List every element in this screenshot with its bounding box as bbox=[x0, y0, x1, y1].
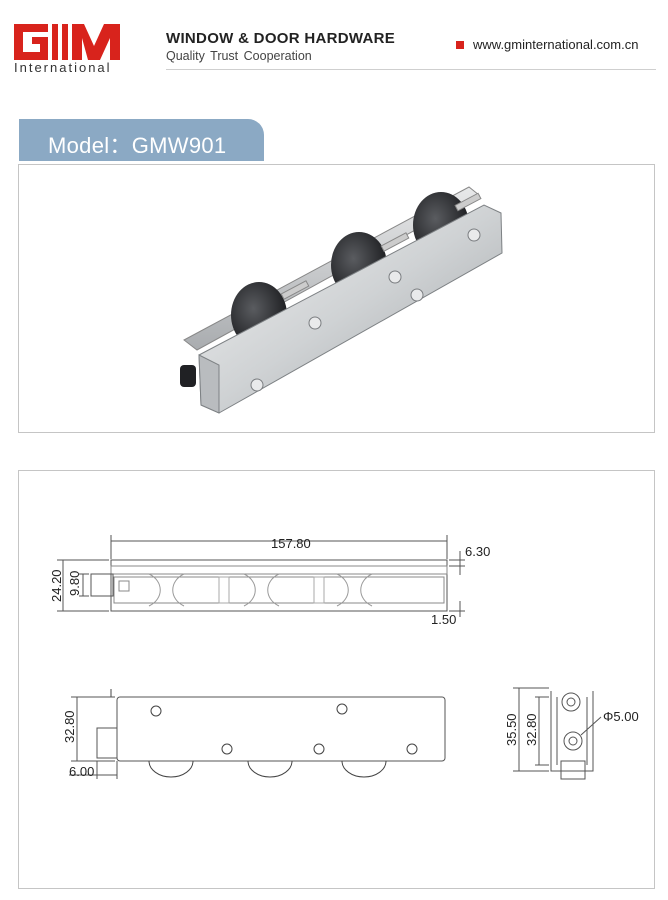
gm-logo-mark bbox=[14, 24, 120, 60]
website-link[interactable]: www.gminternational.com.cn bbox=[456, 37, 638, 52]
top-view-dimensions bbox=[57, 535, 465, 617]
dim-section-inner: 32.80 bbox=[524, 713, 539, 746]
side-view bbox=[96, 689, 446, 778]
website-text: www.gminternational.com.cn bbox=[473, 37, 639, 52]
section-view-dimensions bbox=[513, 687, 602, 772]
brand-tagline: Quality Trust Cooperation bbox=[166, 49, 312, 63]
dim-top-offset: 6.30 bbox=[465, 544, 490, 559]
logo-subtitle: International bbox=[14, 60, 112, 75]
technical-drawing-frame: 157.80 6.30 1.50 24.20 9.80 32.80 bbox=[18, 470, 655, 889]
model-tab bbox=[19, 119, 264, 161]
dim-length: 157.80 bbox=[271, 536, 311, 551]
dim-side-height: 32.80 bbox=[62, 710, 77, 743]
technical-drawing: 157.80 6.30 1.50 24.20 9.80 32.80 bbox=[49, 535, 639, 780]
dim-height: 24.20 bbox=[49, 569, 64, 602]
section-view bbox=[550, 691, 594, 780]
brand-title: WINDOW & DOOR HARDWARE bbox=[166, 30, 396, 47]
product-photo-frame bbox=[18, 164, 655, 433]
gm-logo: GM bbox=[12, 22, 124, 78]
dim-hole-diameter: Φ5.00 bbox=[603, 709, 639, 724]
dim-inner-height: 9.80 bbox=[67, 571, 82, 596]
logo-text: GM bbox=[12, 62, 13, 63]
dim-bottom-gap: 1.50 bbox=[431, 612, 456, 627]
bullet-square-icon bbox=[456, 40, 464, 49]
top-view bbox=[90, 559, 448, 612]
dim-side-offset: 6.00 bbox=[69, 764, 94, 779]
side-view-dimensions bbox=[69, 696, 118, 779]
model-label: Model：GMW901 bbox=[48, 133, 227, 158]
header-divider bbox=[166, 69, 656, 70]
dim-section-height: 35.50 bbox=[504, 713, 519, 746]
roller-product-image bbox=[180, 186, 503, 414]
